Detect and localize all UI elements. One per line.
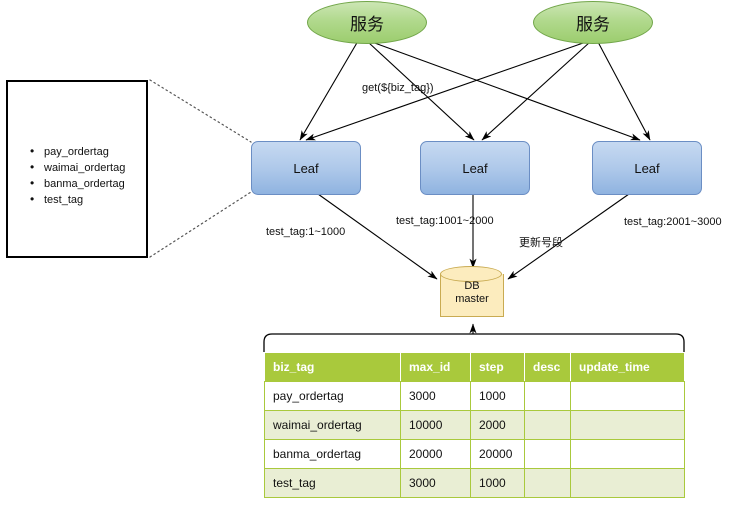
list-item: test_tag: [30, 191, 125, 208]
column-header-max-id: max_id: [400, 352, 471, 382]
column-header-biz-tag: biz_tag: [264, 352, 401, 382]
db-master-label: DB master: [440, 280, 504, 306]
leaf-node-1[interactable]: Leaf: [251, 141, 361, 195]
callout-line-bottom: [149, 191, 252, 258]
leaf-node-1-label: Leaf: [293, 160, 319, 176]
cell-max-id: 3000: [400, 468, 471, 498]
cell-biz-tag: pay_ordertag: [264, 381, 401, 411]
leaf-node-2[interactable]: Leaf: [420, 141, 530, 195]
table-bracket: [263, 333, 685, 352]
cell-desc: [524, 381, 571, 411]
edge-label-segment-mid: test_tag:1001~2000: [396, 215, 494, 227]
callout-line-top: [149, 79, 252, 143]
column-header-update-time: update_time: [570, 352, 685, 382]
leaf-alloc-table-wrapper: biz_tag max_id step desc update_time pay…: [264, 352, 685, 498]
column-header-desc: desc: [524, 352, 571, 382]
cell-max-id: 10000: [400, 410, 471, 440]
cell-step: 20000: [470, 439, 525, 469]
service-node-2-label: 服务: [576, 15, 610, 35]
biz-tag-list: pay_ordertag waimai_ordertag banma_order…: [30, 143, 125, 208]
cell-step: 2000: [470, 410, 525, 440]
table-row: pay_ordertag 3000 1000: [264, 381, 685, 411]
db-master-line2: master: [455, 293, 489, 305]
service-node-2[interactable]: 服务: [533, 1, 653, 44]
service-node-1-label: 服务: [350, 15, 384, 35]
cell-biz-tag: waimai_ordertag: [264, 410, 401, 440]
list-item: pay_ordertag: [30, 143, 125, 160]
cell-biz-tag: banma_ordertag: [264, 439, 401, 469]
list-item: banma_ordertag: [30, 175, 125, 192]
table-row: banma_ordertag 20000 20000: [264, 439, 685, 469]
cell-update-time: [570, 410, 685, 440]
db-master-line1: DB: [464, 280, 480, 292]
cell-step: 1000: [470, 381, 525, 411]
db-master-node[interactable]: DB master: [440, 266, 504, 324]
edge-label-segment-right: test_tag:2001~3000: [624, 216, 722, 228]
table-header-row: biz_tag max_id step desc update_time: [264, 352, 685, 382]
edge-label-get-call: get(${biz_tag}): [362, 82, 434, 94]
biz-tag-list-box: pay_ordertag waimai_ordertag banma_order…: [6, 80, 148, 258]
service-node-1[interactable]: 服务: [307, 1, 427, 44]
leaf-alloc-table: biz_tag max_id step desc update_time pay…: [264, 352, 685, 498]
cell-desc: [524, 439, 571, 469]
cell-desc: [524, 468, 571, 498]
edge-serviceB-leaf2: [481, 41, 591, 141]
cell-max-id: 3000: [400, 381, 471, 411]
cell-step: 1000: [470, 468, 525, 498]
cell-update-time: [570, 439, 685, 469]
cell-update-time: [570, 381, 685, 411]
table-row: test_tag 3000 1000: [264, 468, 685, 498]
edge-serviceB-leaf3: [597, 41, 651, 141]
edge-label-segment-left: test_tag:1~1000: [266, 226, 346, 238]
db-cylinder-top: [440, 266, 502, 282]
cell-update-time: [570, 468, 685, 498]
list-item: waimai_ordertag: [30, 159, 125, 176]
table-row: waimai_ordertag 10000 2000: [264, 410, 685, 440]
cell-desc: [524, 410, 571, 440]
edge-serviceB-leaf1: [305, 41, 587, 141]
column-header-step: step: [470, 352, 525, 382]
leaf-node-3-label: Leaf: [634, 160, 660, 176]
edge-label-update-segment: 更新号段: [519, 236, 563, 249]
edge-serviceA-leaf1: [299, 40, 359, 141]
leaf-node-2-label: Leaf: [462, 160, 488, 176]
leaf-node-3[interactable]: Leaf: [592, 141, 702, 195]
cell-biz-tag: test_tag: [264, 468, 401, 498]
cell-max-id: 20000: [400, 439, 471, 469]
